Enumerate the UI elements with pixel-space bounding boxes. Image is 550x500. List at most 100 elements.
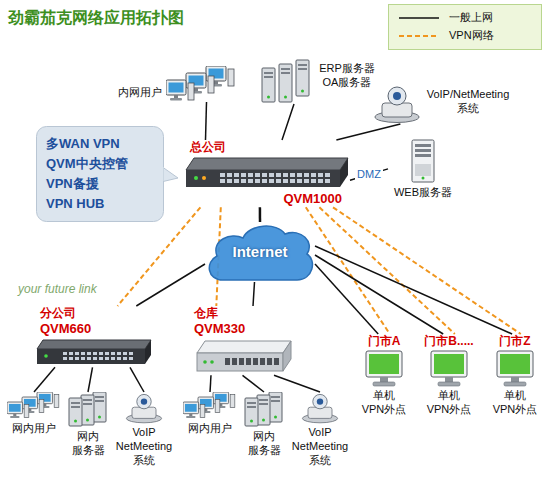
watermark-text: your future link [18,282,97,297]
node-text: 网内用户 [188,422,232,436]
icon-part [340,158,348,187]
icon-part [169,83,184,93]
icon-part [214,81,218,84]
pc-group-icon [183,392,237,420]
icon-part [246,358,251,365]
icon-part [415,149,431,152]
icon-part [276,179,281,183]
icon-part [186,170,340,187]
icon-part [241,179,246,183]
icon-part [69,357,73,360]
icon-part [117,357,121,360]
icon-part [234,179,239,183]
icon-part [284,96,287,99]
icon-part [24,404,29,417]
network-link [274,375,320,392]
voip-system: VoIP NetMeeting 系统 [114,392,174,467]
icon-part [170,98,182,101]
icon-part [197,353,283,371]
icon-part [262,173,267,177]
icon-part [63,357,67,360]
icon-part [137,394,151,408]
network-link [259,207,262,222]
icon-part [239,358,244,365]
callout-tail-join [161,167,164,181]
edge-label: DMZ [355,168,383,182]
icon-part [185,404,197,412]
node-text: QVM330 [194,321,245,337]
icon-part [259,403,268,405]
diagram-title: 劲霸茄克网络应用拓扑图 [8,8,184,27]
icon-part [271,396,280,398]
voip-system: VoIP NetMeeting 系统 [290,392,350,467]
legend-line-sample [397,31,441,41]
icon-part [366,351,402,377]
icon-part [317,398,323,404]
store-endpoint: 门市A单机 VPN外点 [355,334,413,417]
icon-part [227,173,232,177]
icon-part [311,179,316,183]
node-text: 单机 VPN外点 [358,389,410,417]
icon-part [431,351,467,377]
user-group: 网内用户 [182,392,238,436]
icon-part [129,352,133,355]
icon-part [186,416,195,418]
network-link [136,264,205,306]
icon-part [304,179,309,183]
icon-part [174,95,178,98]
icon-part [93,392,106,422]
node-text: ERP服务器 OA服务器 [316,62,378,90]
server-group-icon [67,392,109,428]
icon-part [230,394,235,407]
icon-part [123,357,127,360]
node-text: QVM660 [40,321,91,337]
network-link [88,367,93,392]
vpn-link [306,207,390,334]
network-link [243,375,265,392]
icon-part [325,179,330,183]
icon-part [141,398,147,404]
icon-part [318,173,323,177]
node-text: VoIP/NetMeeting 系统 [422,88,514,116]
server-group-icon [258,58,316,104]
icon-part [123,352,127,355]
icon-part [373,382,395,386]
icon-part [281,72,290,74]
legend-text: VPN网络 [449,29,494,43]
icon-part [290,173,295,177]
icon-part [264,72,273,74]
icon-part [203,360,207,364]
icon-part [225,358,230,365]
icon-part [166,80,186,95]
callout-body [37,127,164,222]
icon-part [422,177,425,180]
icon-part [129,357,133,360]
network-link [282,104,294,140]
icon-part [69,398,82,426]
icon-part [63,352,67,355]
node-text: 单机 VPN外点 [423,389,475,417]
icon-part [248,173,253,177]
node-text: 门市Z [499,334,530,349]
icon-part [208,76,214,93]
icon-part [369,354,399,374]
icon-part [250,420,253,423]
web-server-icon [405,138,441,184]
icon-part [262,419,265,422]
server-group: 网内 服务器 [242,392,286,458]
icon-part [290,179,295,183]
node-text: QVM1000 [283,191,342,207]
workstation-icon [427,349,471,389]
icon-part [145,340,151,364]
icon-part [69,352,73,355]
icon-part [71,402,80,404]
icon-part [117,352,121,355]
icon-part [241,173,246,177]
icon-part [255,179,260,183]
icon-part [95,400,104,402]
icon-part [297,179,302,183]
icon-part [415,164,431,176]
node-text: QVM中央控管 [46,154,128,174]
legend-row: VPN网络 [397,27,533,45]
node-text: 内网用户 [118,86,162,100]
